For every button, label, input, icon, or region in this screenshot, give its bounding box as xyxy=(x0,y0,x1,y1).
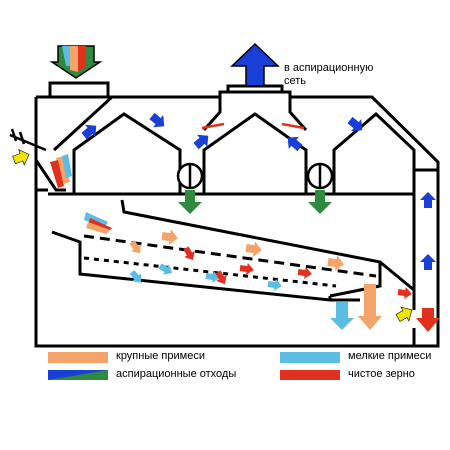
fine-arrows xyxy=(129,263,354,330)
outlet-hood-right xyxy=(288,97,308,131)
roof-left xyxy=(72,112,182,194)
legend-swatch-coarse xyxy=(48,352,108,363)
air-flow-arrows xyxy=(81,112,436,270)
coarse-outlet-arrow xyxy=(358,284,382,330)
clean-outlet-arrow xyxy=(416,308,440,332)
input-hopper xyxy=(48,81,110,97)
coarse-arrows-small xyxy=(129,240,141,254)
aspiration-label-line1: в аспирационную xyxy=(284,62,374,74)
adjust-screw-icon xyxy=(9,128,47,152)
damper-blades xyxy=(201,122,305,130)
air-outlet-neck xyxy=(218,90,292,97)
roof-mid xyxy=(202,112,308,194)
legend-label-clean: чистое зерно xyxy=(348,368,415,380)
housing-top-right xyxy=(290,95,440,348)
sieve-right-wall xyxy=(379,260,415,292)
sieve-upper-dashed xyxy=(83,234,377,278)
feed-arrows xyxy=(12,149,413,322)
fine-outlet-arrow xyxy=(330,302,354,330)
outlet-hood xyxy=(202,97,222,131)
roof-right xyxy=(332,111,416,194)
feed-chute xyxy=(52,95,114,152)
housing xyxy=(34,81,440,348)
clean-arrows xyxy=(183,246,440,332)
legend-swatch-clean xyxy=(280,370,340,380)
legend-swatches xyxy=(48,352,340,380)
air-outlet-arrow xyxy=(230,42,280,87)
legend-swatch-fine xyxy=(280,352,340,363)
legend-label-coarse: крупные примеси xyxy=(116,350,205,362)
aspiration-label-line2: сеть xyxy=(284,75,307,87)
housing-outer xyxy=(34,97,416,348)
sieve-lower-dotted xyxy=(83,256,337,288)
coarse-arrows xyxy=(161,229,382,330)
airlock-valve-icon xyxy=(176,162,334,190)
sieve-upper-frame xyxy=(51,230,332,302)
legend-label-fine: мелкие примеси xyxy=(348,350,432,362)
mixed-flow-arrows xyxy=(50,154,112,234)
waste-arrows xyxy=(178,190,332,214)
sieve-assembly xyxy=(51,199,415,302)
legend-label-aspiration: аспирационные отходы xyxy=(116,368,237,380)
input-mixed-flow-arrow xyxy=(49,45,103,79)
feed-gate xyxy=(34,159,66,192)
